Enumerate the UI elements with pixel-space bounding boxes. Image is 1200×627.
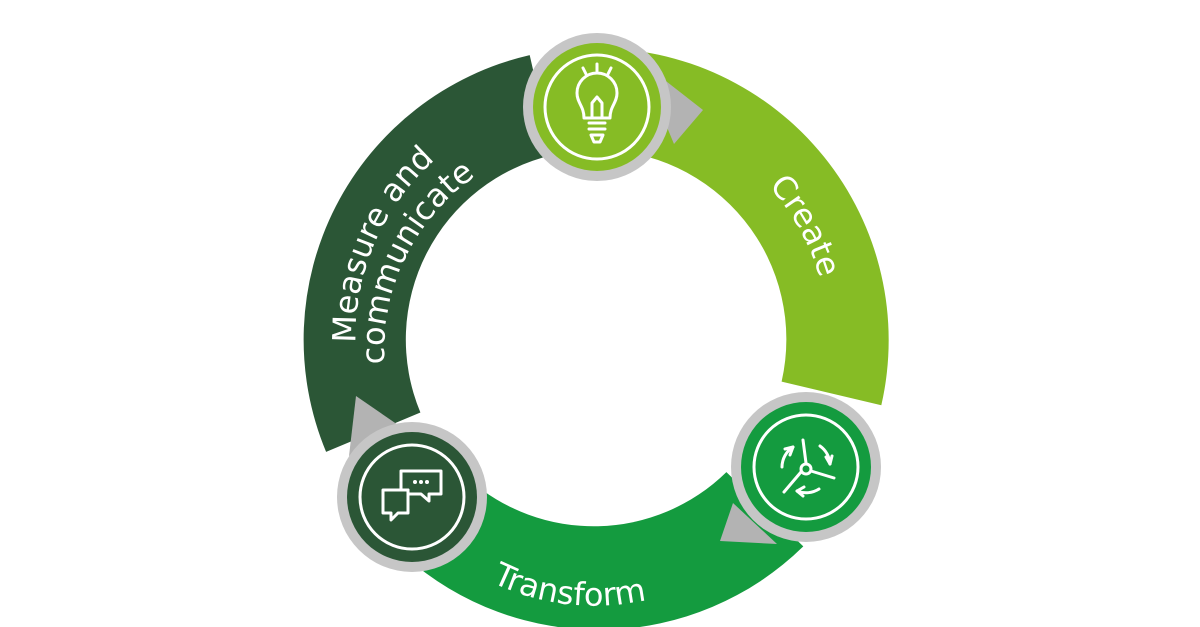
transform-badge-pointer: [720, 503, 777, 544]
segment-create: [593, 48, 889, 406]
segment-measure: [303, 55, 553, 452]
transform-badge: [731, 392, 881, 542]
measure-badge: [337, 422, 487, 572]
measure-badge-pointer: [349, 396, 401, 456]
wind-turbine-icon: [780, 438, 836, 498]
lightbulb-icon: [575, 62, 619, 144]
segment-transform: [404, 472, 804, 627]
create-badge: [523, 33, 671, 181]
chat-bubbles-icon: [381, 469, 443, 522]
ellipsis-icon: [413, 480, 429, 484]
